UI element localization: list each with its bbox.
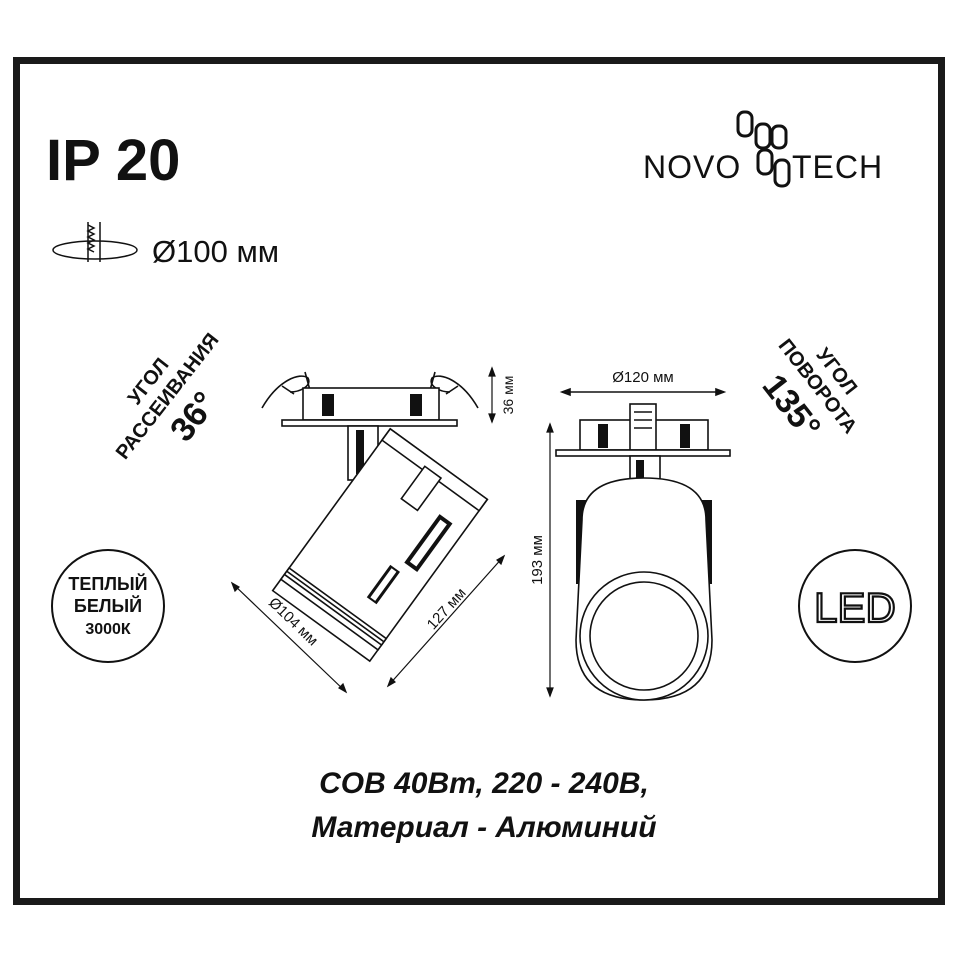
ip-rating: IP 20	[46, 128, 180, 193]
cutout-diameter: Ø100 мм	[152, 234, 279, 269]
color-temperature-badge: ТЕПЛЫЙ БЕЛЫЙ 3000К	[51, 549, 165, 663]
dim-height-total-label: 193 мм	[529, 535, 546, 585]
color-temp-line3: 3000К	[85, 621, 131, 638]
dim-height-top	[488, 366, 496, 424]
color-temp-line1: ТЕПЛЫЙ	[68, 573, 147, 594]
specs-line1: COB 40Вт, 220 - 240В,	[319, 767, 649, 800]
brand-name-right: TECH	[792, 149, 883, 185]
ceiling-cutout-icon	[52, 222, 138, 262]
led-badge-text: LED	[814, 584, 896, 631]
led-badge: LED	[798, 549, 912, 663]
brand-logo-mark	[736, 110, 791, 188]
beam-angle: УГОЛ РАССЕИВАНИЯ 36°	[112, 329, 225, 463]
dim-length-head	[386, 554, 506, 688]
dim-length-head-label: 127 мм	[424, 585, 470, 633]
dim-height-total	[546, 422, 554, 698]
specs-line2: Материал - Алюминий	[311, 811, 656, 844]
dim-height-top-label: 36 мм	[500, 376, 516, 415]
outer-frame	[13, 57, 945, 905]
lamp-front-view	[555, 387, 731, 701]
lamp-side-view	[261, 371, 489, 663]
brand-name-left: NOVO	[643, 149, 741, 185]
rotation-angle: УГОЛ ПОВОРОТА 135°	[755, 335, 861, 446]
color-temp-line2: БЕЛЫЙ	[74, 595, 142, 616]
dim-diameter-head	[230, 581, 348, 694]
brand-logo: NOVO TECH	[643, 110, 883, 188]
dim-diameter-top-label: Ø120 мм	[612, 369, 674, 386]
